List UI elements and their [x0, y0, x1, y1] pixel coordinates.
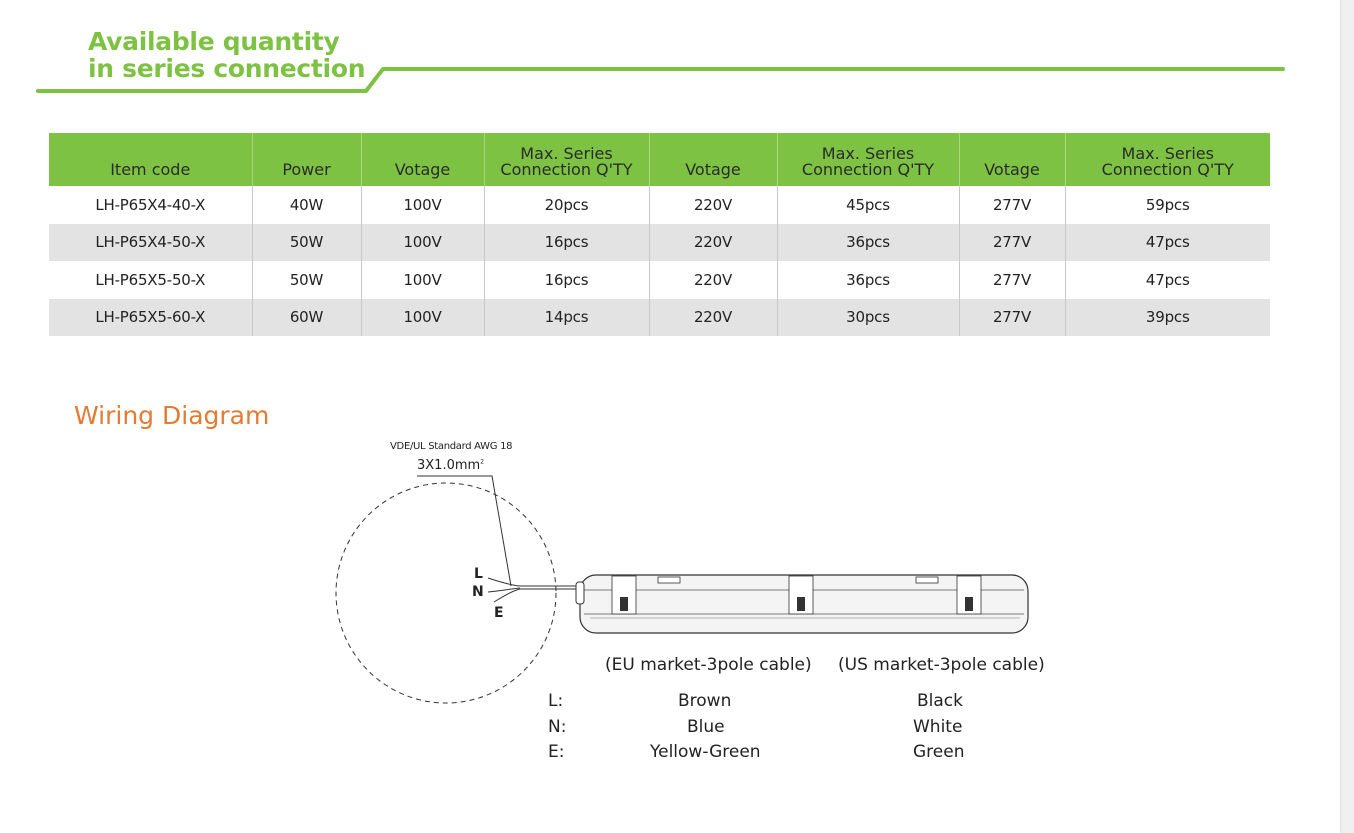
table-cell: 277V [958, 261, 1065, 299]
legend-key-l: L: [548, 691, 564, 711]
wire-label-l: L [474, 566, 483, 582]
table-cell: 47pcs [1064, 223, 1270, 261]
table-cell: 50W [251, 223, 361, 261]
table-cell: 16pcs [483, 261, 649, 299]
table-cell: 100V [360, 223, 484, 261]
legend-eu-e: Yellow-Green [650, 742, 761, 762]
cable-size-sup: 2 [480, 458, 485, 466]
table-header-cell: Max. Series Connection Q'TY [776, 133, 959, 186]
table-cell: 59pcs [1064, 186, 1270, 224]
section-title-line2: in series connection [88, 54, 366, 83]
table-header-cell: Item code [49, 133, 252, 186]
legend-eu-header: (EU market-3pole cable) [605, 655, 812, 675]
section-title: Available quantity in series connection [88, 27, 366, 83]
table-cell: LH-P65X4-40-X [95, 195, 206, 214]
table-cell: 30pcs [776, 298, 959, 336]
heading-underline [36, 67, 1285, 93]
table-cell: 220V [648, 261, 777, 299]
table-cell: 16pcs [483, 223, 649, 261]
cable-standard-label: VDE/UL Standard AWG 18 [390, 441, 513, 452]
cable-size-label: 3X1.0mm2 [417, 458, 484, 473]
wiring-diagram-title: Wiring Diagram [74, 401, 270, 430]
legend-eu-n: Blue [687, 717, 725, 737]
table-cell: LH-P65X5-50-X [95, 270, 206, 289]
table-cell: 50W [251, 261, 361, 299]
luminaire-body [575, 574, 1029, 634]
table-cell: 277V [958, 186, 1065, 224]
zoom-circle [335, 482, 557, 704]
legend-us-n: White [913, 717, 963, 737]
table-cell: 47pcs [1064, 261, 1270, 299]
legend-us-header: (US market-3pole cable) [838, 655, 1045, 675]
legend-key-n: N: [548, 717, 567, 737]
vertical-scrollbar[interactable] [1340, 0, 1354, 833]
table-cell: 14pcs [483, 298, 649, 336]
wire-l [487, 577, 521, 587]
legend-key-e: E: [548, 742, 565, 762]
table-header-cell: Max. Series Connection Q'TY [1064, 133, 1270, 186]
table-cell: 20pcs [483, 186, 649, 224]
table-header-cell: Power [251, 133, 361, 186]
table-header-cell: Votage [360, 133, 484, 186]
table-cell: 36pcs [776, 261, 959, 299]
table-cell: 100V [360, 298, 484, 336]
table-header-cell: Votage [648, 133, 777, 186]
legend-us-l: Black [917, 691, 963, 711]
wire-label-e: E [494, 605, 504, 621]
table-cell: 36pcs [776, 223, 959, 261]
table-header-cell: Max. Series Connection Q'TY [483, 133, 649, 186]
table-cell: 60W [251, 298, 361, 336]
table-cell: 100V [360, 261, 484, 299]
table-cell: 40W [251, 186, 361, 224]
legend-us-e: Green [913, 742, 965, 762]
table-cell: LH-P65X4-50-X [49, 223, 252, 261]
table-cell: 277V [958, 298, 1065, 336]
leader-line [417, 475, 512, 587]
table-header-cell: Votage [958, 133, 1065, 186]
wire-e [493, 588, 521, 603]
table-cell: 277V [958, 223, 1065, 261]
cable-size-value: 3X1.0mm [417, 458, 481, 473]
table-cell: 100V [360, 186, 484, 224]
section-title-line1: Available quantity [88, 27, 340, 56]
table-cell: 39pcs [1064, 298, 1270, 336]
table-cell: 220V [648, 186, 777, 224]
table-cell: LH-P65X5-60-X [49, 298, 252, 336]
table-cell: 45pcs [776, 186, 959, 224]
legend-eu-l: Brown [678, 691, 732, 711]
wire-n [487, 587, 521, 593]
table-cell: 220V [648, 223, 777, 261]
wire-label-n: N [472, 584, 484, 600]
table-cell: 220V [648, 298, 777, 336]
